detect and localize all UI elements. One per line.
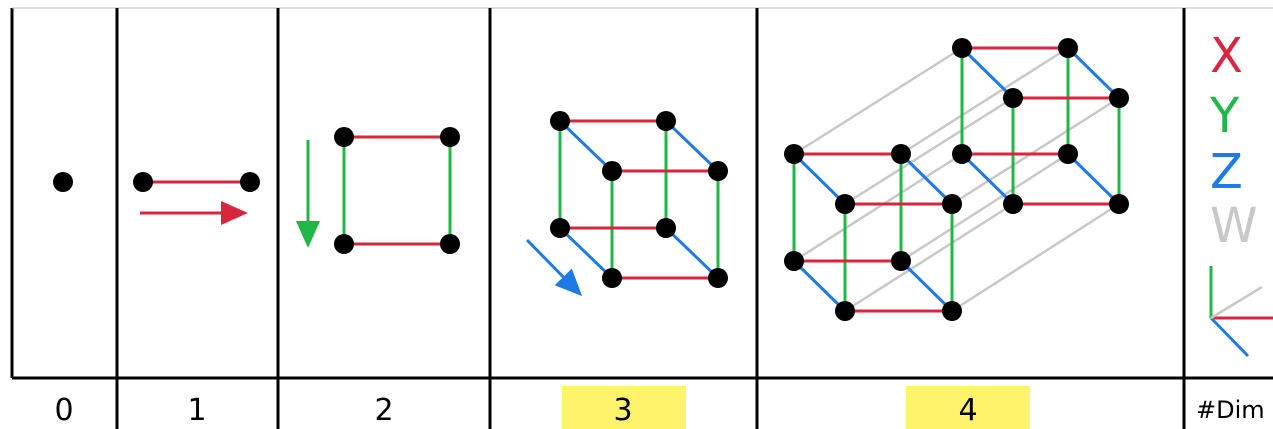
dim3-figure	[525, 111, 728, 297]
legend-z-letter: Z	[1210, 144, 1243, 200]
vertex	[952, 144, 972, 164]
dim1-figure	[133, 172, 260, 225]
legend-w-letter: W	[1210, 198, 1257, 254]
vertex	[891, 251, 911, 271]
vertex	[942, 301, 962, 321]
dim-label-4: 4	[958, 393, 977, 428]
vertex	[656, 218, 676, 238]
z-direction-arrow	[525, 238, 583, 297]
vertex	[708, 268, 728, 288]
vertex	[53, 172, 73, 192]
vertex	[1109, 194, 1129, 214]
vertex	[1003, 88, 1023, 108]
vertex	[891, 144, 911, 164]
dim4-figure	[784, 38, 1129, 321]
highlight-4	[906, 386, 1030, 429]
dim0-figure	[53, 172, 73, 192]
vertex	[1058, 38, 1078, 58]
vertex	[1109, 88, 1129, 108]
dim-label-1: 1	[187, 393, 206, 428]
vertex	[334, 127, 354, 147]
highlight-3	[562, 386, 686, 429]
dimension-labels: 0 1 2 3 4 #Dim	[54, 393, 1264, 428]
vertex	[835, 301, 855, 321]
vertex	[240, 172, 260, 192]
vertex	[784, 251, 804, 271]
table-grid	[10, 7, 1273, 429]
vertex	[334, 234, 354, 254]
vertex	[550, 111, 570, 131]
legend-y-letter: Y	[1209, 88, 1240, 144]
dim-label-2: 2	[374, 393, 393, 428]
dim-label-3: 3	[613, 393, 632, 428]
vertex	[440, 127, 460, 147]
vertex	[708, 161, 728, 181]
vertex	[550, 218, 570, 238]
vertex	[784, 144, 804, 164]
vertex	[952, 38, 972, 58]
dim2-figure	[296, 127, 460, 254]
axis-gizmo	[1209, 266, 1273, 358]
vertex	[602, 268, 622, 288]
dim-column-header: #Dim	[1196, 396, 1265, 424]
vertex	[1058, 144, 1078, 164]
vertex	[133, 172, 153, 192]
vertex	[602, 161, 622, 181]
vertex	[440, 234, 460, 254]
dim-label-0: 0	[54, 393, 73, 428]
legend-x-letter: X	[1210, 28, 1243, 84]
vertex	[656, 111, 676, 131]
vertex	[942, 194, 962, 214]
vertex	[1003, 194, 1023, 214]
axis-legend: X Y Z W	[1209, 28, 1273, 358]
vertex	[835, 194, 855, 214]
